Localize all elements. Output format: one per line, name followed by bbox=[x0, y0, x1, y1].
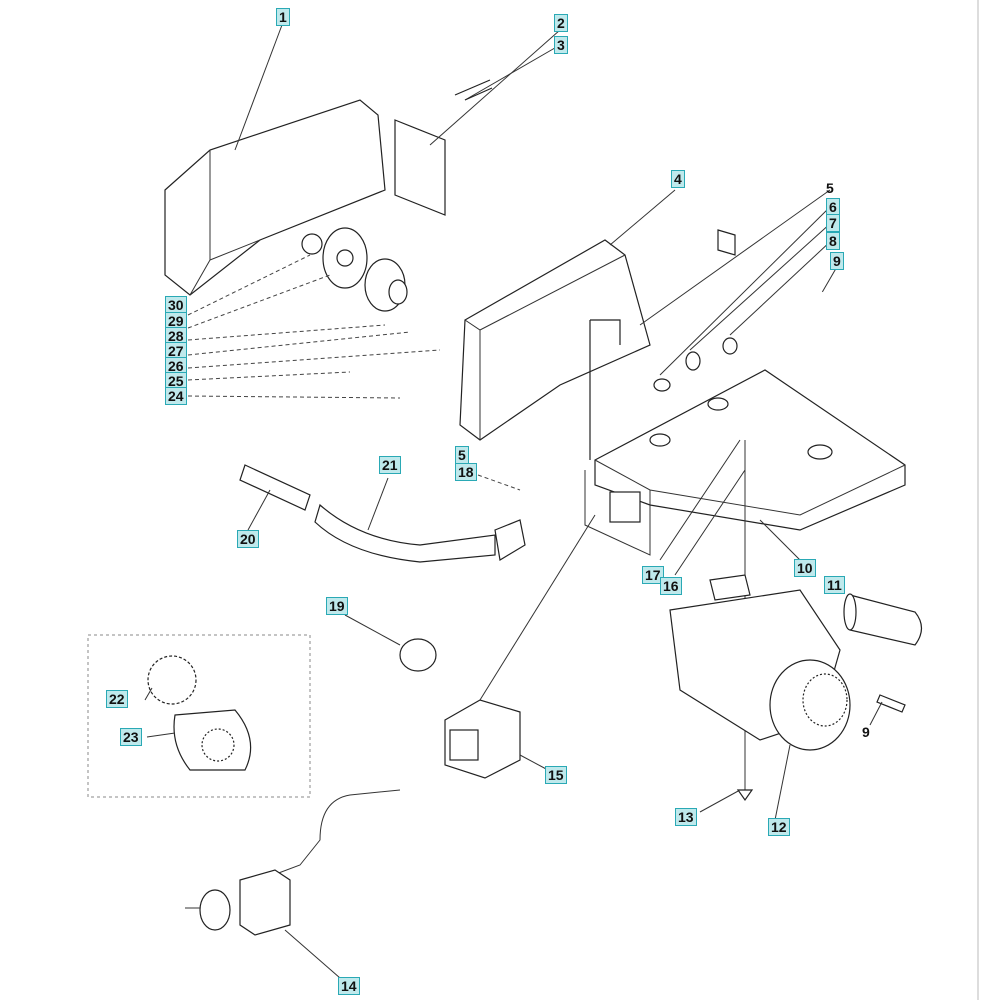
callout-28: 28 bbox=[165, 327, 187, 345]
callout-10: 10 bbox=[794, 559, 816, 577]
frame-part bbox=[459, 239, 651, 460]
callout-14: 14 bbox=[338, 977, 360, 995]
cable-part bbox=[259, 789, 401, 881]
fan-kit-outline bbox=[87, 634, 311, 798]
knob-part bbox=[717, 229, 736, 256]
callout-5b: 5 bbox=[455, 446, 469, 464]
callout-5: 5 bbox=[826, 180, 834, 196]
callout-4: 4 bbox=[671, 170, 685, 188]
callout-20: 20 bbox=[237, 530, 259, 548]
bolt-part bbox=[736, 789, 754, 802]
callout-1: 1 bbox=[276, 8, 290, 26]
callout-9b: 9 bbox=[862, 724, 870, 740]
blade-guard-part bbox=[164, 99, 386, 296]
flange-parts bbox=[301, 227, 408, 312]
callout-25: 25 bbox=[165, 372, 187, 390]
callout-23: 23 bbox=[120, 728, 142, 746]
handlebar-part bbox=[239, 464, 526, 563]
fan-part bbox=[147, 655, 197, 705]
base-plate-part bbox=[584, 369, 906, 556]
fan-cover-part bbox=[173, 709, 252, 771]
callout-7: 7 bbox=[826, 214, 840, 232]
plug-part bbox=[185, 869, 291, 936]
callout-3: 3 bbox=[554, 36, 568, 54]
callout-22: 22 bbox=[106, 690, 128, 708]
plate-part bbox=[394, 119, 446, 216]
callout-17: 17 bbox=[642, 566, 664, 584]
capacitor-part bbox=[843, 593, 923, 646]
pin-part bbox=[876, 694, 906, 713]
callout-2: 2 bbox=[554, 14, 568, 32]
callout-27: 27 bbox=[165, 342, 187, 360]
callout-19: 19 bbox=[326, 597, 348, 615]
callout-21: 21 bbox=[379, 456, 401, 474]
motor-part bbox=[669, 574, 851, 751]
callout-16: 16 bbox=[660, 577, 682, 595]
screws-part bbox=[454, 79, 493, 101]
callout-11: 11 bbox=[824, 576, 845, 594]
clamp-part bbox=[399, 638, 437, 672]
callout-15: 15 bbox=[545, 766, 567, 784]
callout-24: 24 bbox=[165, 387, 187, 405]
callout-13: 13 bbox=[675, 808, 697, 826]
callout-12: 12 bbox=[768, 818, 790, 836]
callout-8: 8 bbox=[826, 232, 840, 250]
switch-box-part bbox=[444, 699, 521, 779]
callout-30: 30 bbox=[165, 296, 187, 314]
callout-18: 18 bbox=[455, 463, 477, 481]
callout-9: 9 bbox=[830, 252, 844, 270]
